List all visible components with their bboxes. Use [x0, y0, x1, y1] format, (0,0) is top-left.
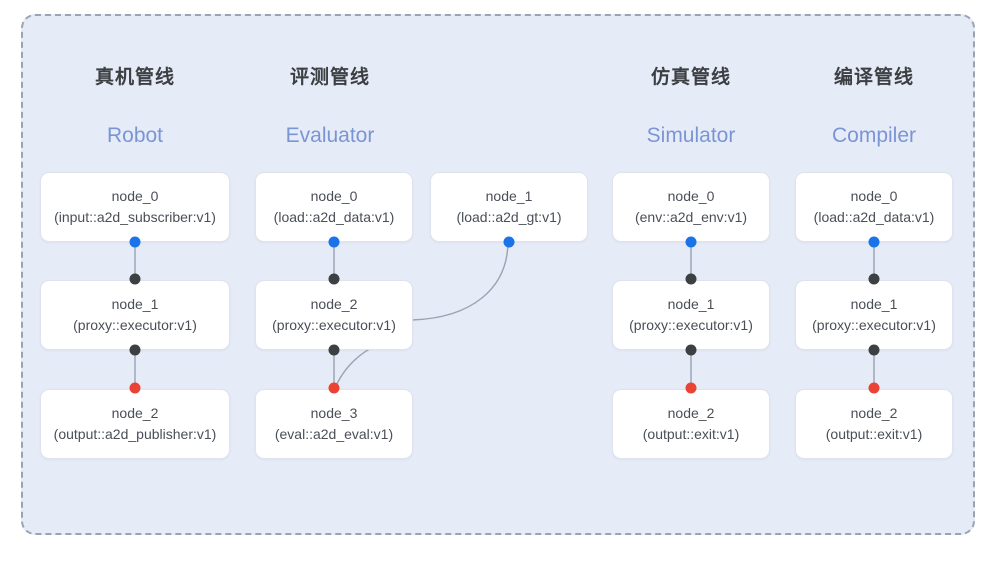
- node-name: node_0: [310, 188, 358, 204]
- node-type: (eval::a2d_eval:v1): [274, 426, 394, 442]
- port-simulator-1-out[interactable]: [685, 344, 697, 356]
- node-name: node_2: [850, 405, 898, 421]
- node-name: node_3: [310, 405, 358, 421]
- column-subtitle-robot: Robot: [106, 124, 164, 147]
- node-name: node_2: [111, 405, 159, 421]
- column-title-simulator: 仿真管线: [650, 67, 731, 88]
- port-evaluator-0-out[interactable]: [328, 236, 340, 248]
- node-simulator-0[interactable]: node_0 (env::a2d_env:v1): [612, 172, 770, 242]
- node-robot-2[interactable]: node_2 (output::a2d_publisher:v1): [40, 389, 230, 459]
- node-compiler-1[interactable]: node_1 (proxy::executor:v1): [795, 280, 953, 350]
- port-simulator-0-out[interactable]: [685, 236, 697, 248]
- port-evaluator-gt-out[interactable]: [503, 236, 515, 248]
- node-type: (proxy::executor:v1): [629, 317, 753, 333]
- port-evaluator-3-in[interactable]: [328, 382, 340, 394]
- port-compiler-1-in[interactable]: [868, 273, 880, 285]
- port-compiler-1-out[interactable]: [868, 344, 880, 356]
- node-name: node_1: [850, 296, 898, 312]
- node-type: (output::exit:v1): [825, 426, 923, 442]
- port-compiler-2-in[interactable]: [868, 382, 880, 394]
- column-title-robot: 真机管线: [94, 67, 175, 88]
- port-evaluator-2-out[interactable]: [328, 344, 340, 356]
- node-type: (output::a2d_publisher:v1): [53, 426, 217, 442]
- port-simulator-1-in[interactable]: [685, 273, 697, 285]
- node-name: node_0: [850, 188, 898, 204]
- column-subtitle-simulator: Simulator: [646, 124, 736, 147]
- node-evaluator-0[interactable]: node_0 (load::a2d_data:v1): [255, 172, 413, 242]
- column-subtitle-compiler: Compiler: [831, 124, 917, 147]
- node-name: node_1: [111, 296, 159, 312]
- node-type: (output::exit:v1): [642, 426, 740, 442]
- node-type: (proxy::executor:v1): [73, 317, 197, 333]
- port-evaluator-2-in[interactable]: [328, 273, 340, 285]
- node-name: node_0: [667, 188, 715, 204]
- node-type: (input::a2d_subscriber:v1): [54, 209, 216, 225]
- node-evaluator-3[interactable]: node_3 (eval::a2d_eval:v1): [255, 389, 413, 459]
- node-type: (proxy::executor:v1): [812, 317, 936, 333]
- port-robot-1-in[interactable]: [129, 273, 141, 285]
- node-type: (load::a2d_gt:v1): [456, 209, 562, 225]
- port-compiler-0-out[interactable]: [868, 236, 880, 248]
- node-evaluator-2[interactable]: node_2 (proxy::executor:v1): [255, 280, 413, 350]
- node-type: (load::a2d_data:v1): [273, 209, 395, 225]
- node-name: node_1: [667, 296, 715, 312]
- node-type: (env::a2d_env:v1): [634, 209, 748, 225]
- node-robot-0[interactable]: node_0 (input::a2d_subscriber:v1): [40, 172, 230, 242]
- node-simulator-1[interactable]: node_1 (proxy::executor:v1): [612, 280, 770, 350]
- node-simulator-2[interactable]: node_2 (output::exit:v1): [612, 389, 770, 459]
- port-simulator-2-in[interactable]: [685, 382, 697, 394]
- port-robot-1-out[interactable]: [129, 344, 141, 356]
- node-name: node_2: [667, 405, 715, 421]
- node-compiler-2[interactable]: node_2 (output::exit:v1): [795, 389, 953, 459]
- column-title-evaluator: 评测管线: [289, 67, 370, 88]
- node-name: node_2: [310, 296, 358, 312]
- port-robot-2-in[interactable]: [129, 382, 141, 394]
- node-name: node_1: [485, 188, 533, 204]
- node-type: (proxy::executor:v1): [272, 317, 396, 333]
- node-name: node_0: [111, 188, 159, 204]
- port-robot-0-out[interactable]: [129, 236, 141, 248]
- column-title-compiler: 编译管线: [833, 67, 914, 88]
- node-robot-1[interactable]: node_1 (proxy::executor:v1): [40, 280, 230, 350]
- node-type: (load::a2d_data:v1): [813, 209, 935, 225]
- column-subtitle-evaluator: Evaluator: [285, 124, 375, 147]
- node-evaluator-gt[interactable]: node_1 (load::a2d_gt:v1): [430, 172, 588, 242]
- node-compiler-0[interactable]: node_0 (load::a2d_data:v1): [795, 172, 953, 242]
